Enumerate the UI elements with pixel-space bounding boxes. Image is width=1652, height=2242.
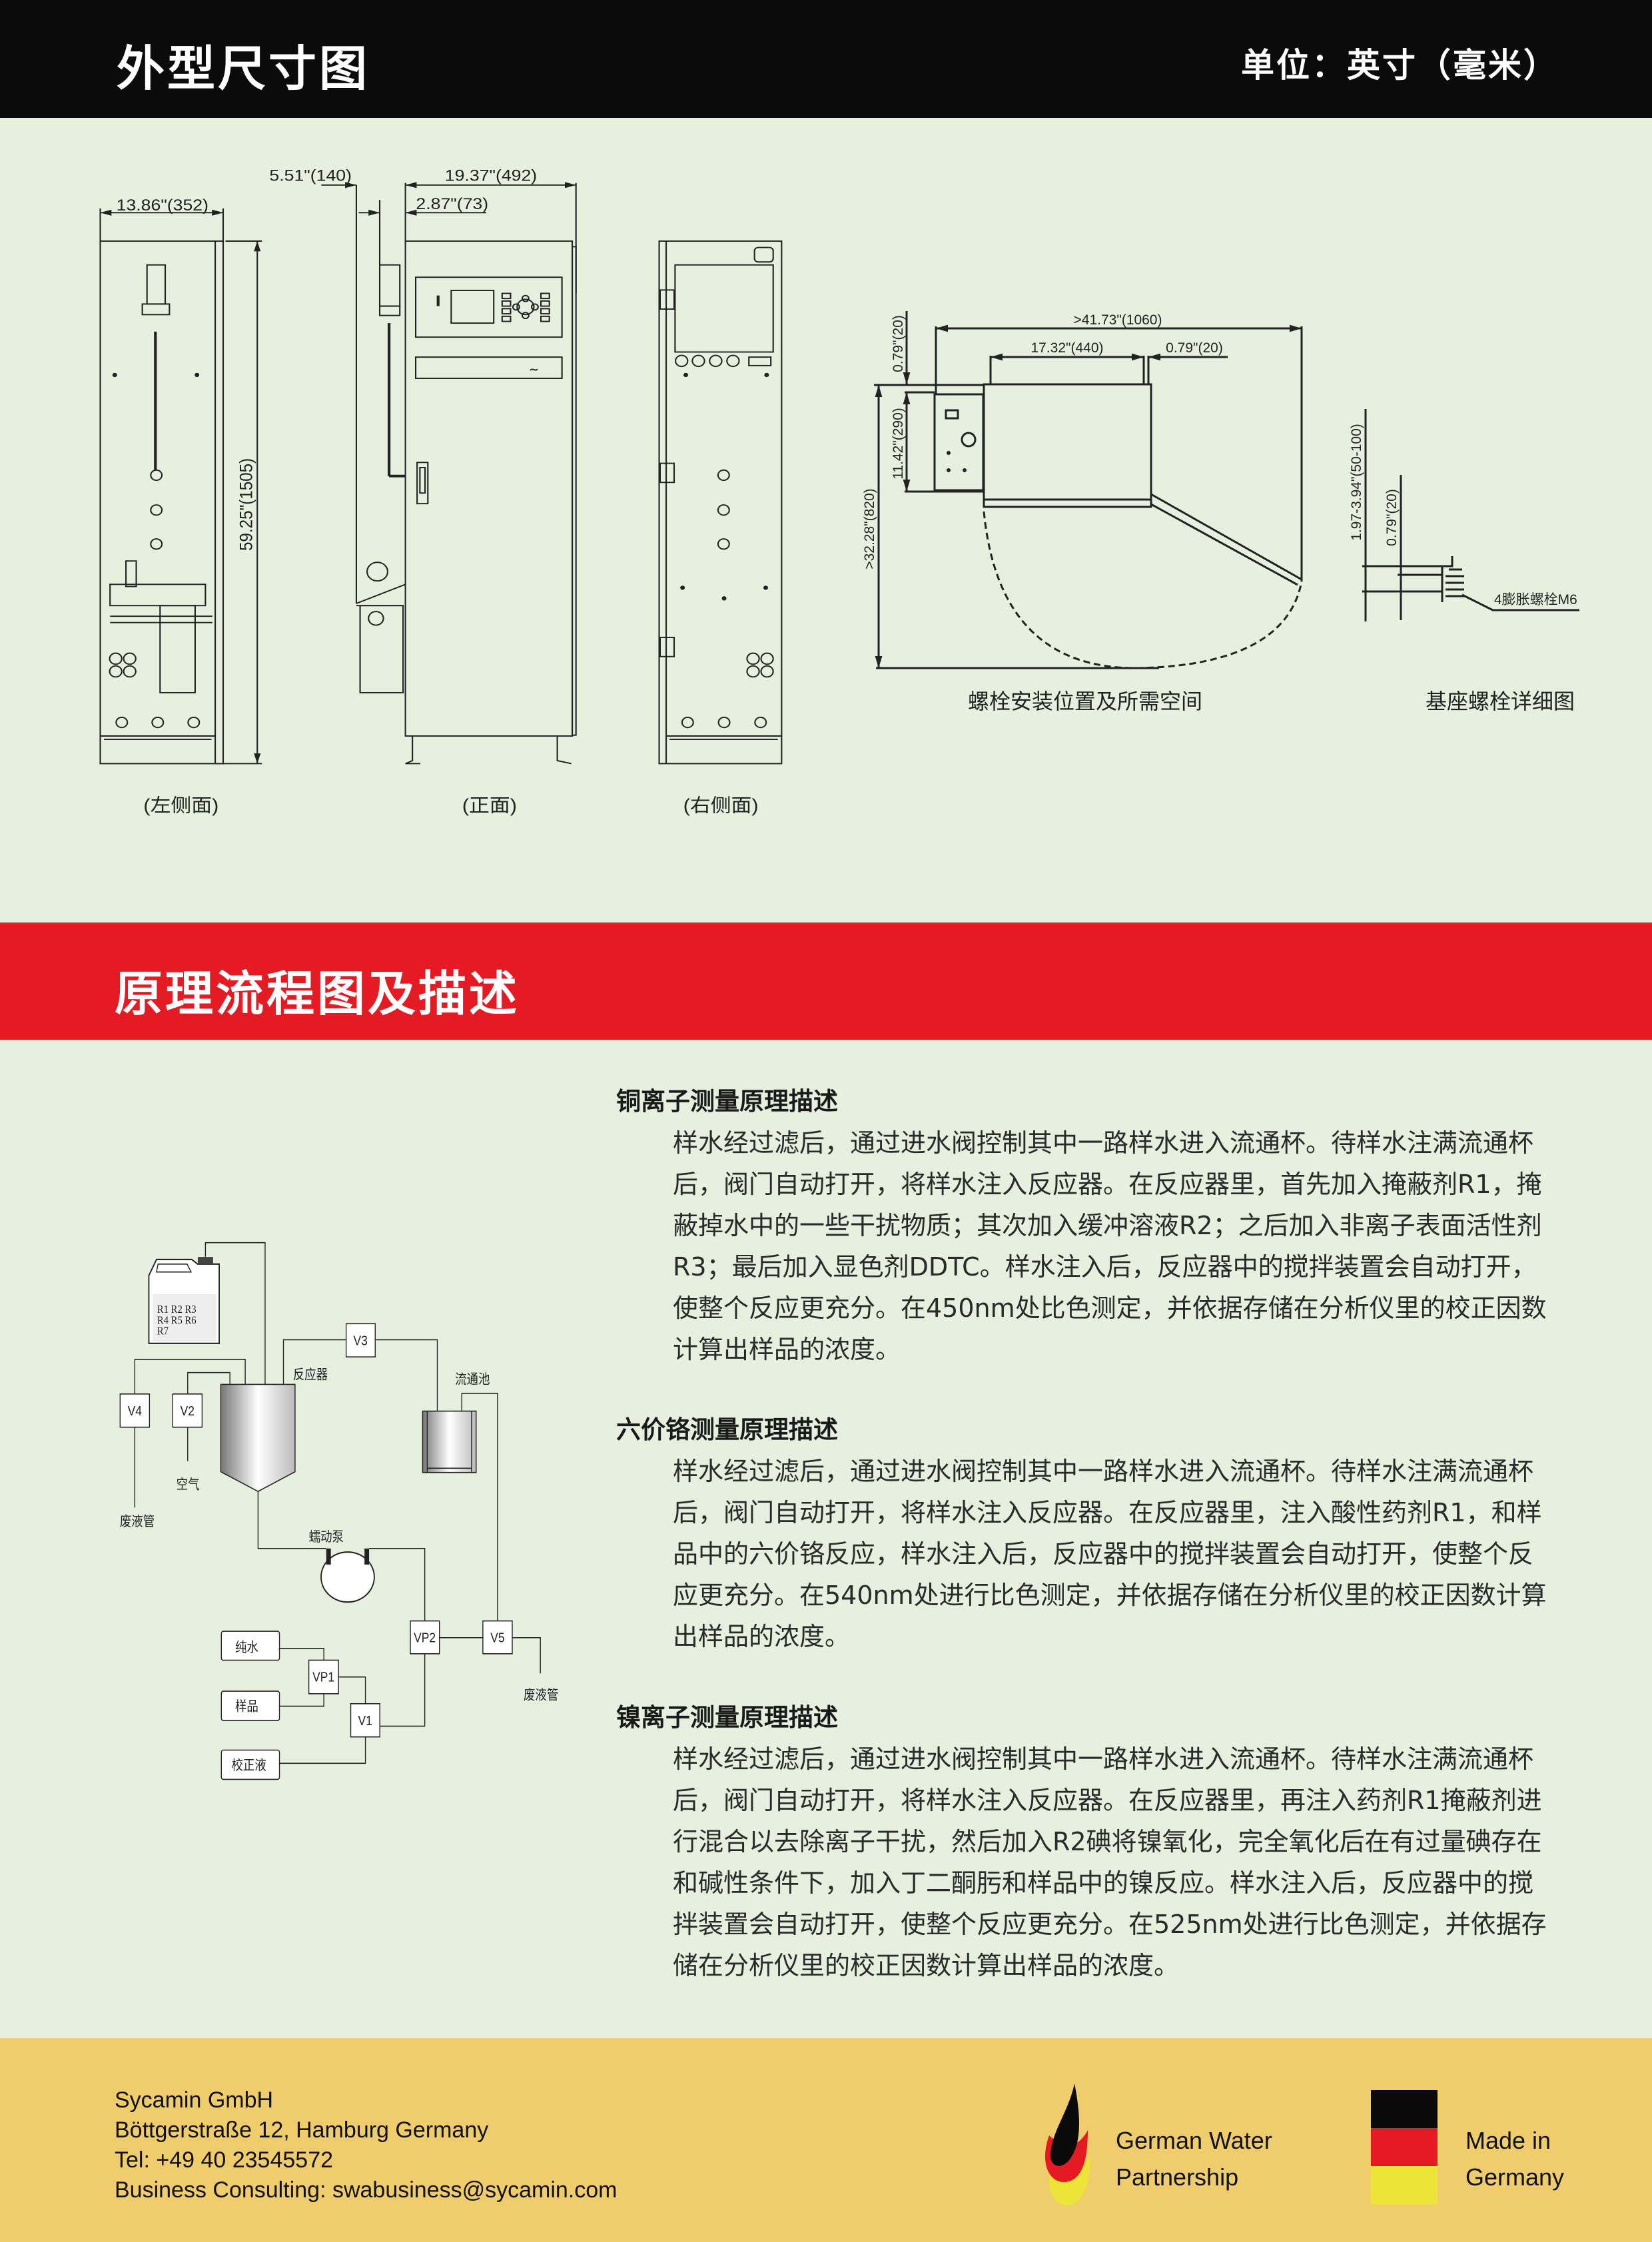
plan-caption: 螺栓安装位置及所需空间	[968, 689, 1202, 713]
description-title: 六价铬测量原理描述	[616, 1415, 838, 1444]
section-title: 外型尺寸图	[117, 41, 370, 97]
left-view-label: (左侧面)	[143, 795, 218, 816]
footer: Sycamin GmbH Böttgerstraße 12, Hamburg G…	[0, 2038, 1652, 2242]
bolt-gap-dimension: 0.79"(20)	[1384, 489, 1400, 546]
valve-v4: V4	[128, 1404, 142, 1419]
pump-label: 蠕动泵	[309, 1529, 344, 1545]
description-line: 储在分析仪里的校正因数计算出样品的浓度。	[673, 1951, 1180, 1980]
reagent-label: R1 R2 R3	[157, 1304, 197, 1315]
plan-width-dimension: 17.32"(440)	[1031, 340, 1103, 356]
description-line: 行混合以去除离子干扰，然后加入R2碘将镍氧化，完全氧化后在有过量碘存在	[673, 1827, 1542, 1856]
nickel-description: 镍离子测量原理描述 样水经过滤后，通过进水阀控制其中一路样水进入流通杯。待样水注…	[616, 1697, 1575, 1986]
description-line: R3；最后加入显色剂DDTC。样水注入后，反应器中的搅拌装置会自动打开，	[673, 1252, 1537, 1282]
height-dimension: 59.25"(1505)	[236, 458, 256, 551]
company-name: Sycamin GmbH	[115, 2087, 274, 2113]
company-phone: Tel: +49 40 23545572	[115, 2147, 334, 2173]
description-line: 和碱性条件下，加入丁二酮肟和样品中的镍反应。样水注入后，反应器中的搅	[673, 1868, 1534, 1898]
calibration-source: 校正液	[231, 1758, 266, 1774]
partnership-line2: Partnership	[1116, 2163, 1239, 2191]
description-line: 使整个反应更充分。在450nm处比色测定，并依据存储在分析仪里的校正因数	[673, 1294, 1547, 1323]
company-email[interactable]: Business Consulting: swabusiness@sycamin…	[115, 2177, 618, 2203]
made-in-line1: Made in	[1465, 2127, 1551, 2154]
valve-v3: V3	[354, 1333, 368, 1349]
german-flag-icon	[1371, 2090, 1438, 2205]
made-in-line2: Germany	[1465, 2163, 1565, 2191]
description-line: 后，阀门自动打开，将样水注入反应器。在反应器里，首先加入掩蔽剂R1，掩	[673, 1170, 1542, 1199]
copper-description: 铜离子测量原理描述 样水经过滤后，通过进水阀控制其中一路样水进入流通杯。待样水注…	[616, 1081, 1575, 1370]
description-line: 样水经过滤后，通过进水阀控制其中一路样水进入流通杯。待样水注满流通杯	[673, 1457, 1534, 1486]
dimensions-header: 外型尺寸图 单位：英寸（毫米）	[0, 0, 1652, 118]
reagent-label: R7	[157, 1325, 169, 1337]
front-depth-dimension: 2.87"(73)	[416, 195, 488, 213]
plan-total-dimension: >41.73"(1060)	[1074, 312, 1162, 328]
flow-diagram: R1 R2 R3 R4 R5 R6 R7 V4 V2 V3 VP2 V5 VP1…	[119, 1242, 558, 1780]
description-title: 镍离子测量原理描述	[616, 1703, 838, 1732]
description-line: 后，阀门自动打开，将样水注入反应器。在反应器里，再注入药剂R1掩蔽剂进	[673, 1786, 1542, 1815]
reactor-label: 反应器	[293, 1367, 328, 1383]
description-title: 铜离子测量原理描述	[616, 1087, 838, 1116]
front-view: ~ 5.51"(140) 19.37"(492) 2.87"(73) (正面)	[269, 167, 577, 816]
pure-water-source: 纯水	[235, 1640, 258, 1656]
description-line: 拌装置会自动打开，使整个反应更充分。在525nm处进行比色测定，并依据存	[673, 1910, 1547, 1939]
valve-v5: V5	[490, 1631, 504, 1647]
description-line: 样水经过滤后，通过进水阀控制其中一路样水进入流通杯。待样水注满流通杯	[673, 1744, 1534, 1774]
company-address: Böttgerstraße 12, Hamburg Germany	[115, 2117, 489, 2143]
valve-v2: V2	[181, 1404, 195, 1419]
front-offset-dimension: 5.51"(140)	[269, 167, 352, 185]
flow-cell-label: 流通池	[455, 1371, 490, 1387]
partnership-line1: German Water	[1116, 2127, 1272, 2154]
bolt-range-dimension: 1.97-3.94"(50-100)	[1349, 424, 1364, 541]
principle-header: 原理流程图及描述	[0, 923, 1652, 1040]
right-view-label: (右侧面)	[683, 795, 759, 816]
description-line: 应更充分。在540nm处进行比色测定，并依据存储在分析仪里的校正因数计算	[673, 1581, 1547, 1610]
flow-cell	[422, 1410, 477, 1473]
plan-view: >41.73"(1060) 17.32"(440) 0.79"(20) 0.79…	[862, 311, 1303, 713]
valve-vp2: VP2	[414, 1631, 436, 1647]
valve-v1: V1	[358, 1714, 372, 1729]
valve-vp1: VP1	[312, 1670, 334, 1685]
description-line: 出样品的浓度。	[673, 1622, 851, 1651]
plan-and-bolt-drawings: >41.73"(1060) 17.32"(440) 0.79"(20) 0.79…	[862, 311, 1579, 713]
description-line: 品中的六价铬反应，样水注入后，反应器中的搅拌装置会自动打开，使整个反	[673, 1539, 1534, 1569]
description-line: 样水经过滤后，通过进水阀控制其中一路样水进入流通杯。待样水注满流通杯	[673, 1128, 1534, 1158]
left-width-dimension: 13.86"(352)	[117, 196, 208, 214]
air-label: 空气	[177, 1477, 200, 1493]
elevation-drawings: 13.86"(352) 59.25"(1505) (左侧面) ~ 5	[99, 167, 783, 816]
description-line: 蔽掉水中的一些干扰物质；其次加入缓冲溶液R2；之后加入非离子表面活性剂	[673, 1211, 1542, 1240]
waste-label: 废液管	[120, 1514, 155, 1530]
bolt-caption: 基座螺栓详细图	[1426, 689, 1575, 713]
bolt-label: 4膨胀螺栓M6	[1494, 592, 1577, 607]
left-side-view: 13.86"(352) 59.25"(1505) (左侧面)	[99, 196, 262, 816]
reagent-label: R4 R5 R6	[157, 1314, 197, 1326]
front-width-dimension: 19.37"(492)	[445, 167, 537, 185]
peristaltic-pump	[320, 1548, 375, 1603]
waste-label: 废液管	[524, 1687, 558, 1703]
unit-label: 单位：英寸（毫米）	[1241, 46, 1559, 85]
plan-depth-dimension: 11.42"(290)	[891, 408, 906, 479]
reagent-bottle: R1 R2 R3 R4 R5 R6 R7	[148, 1257, 220, 1344]
reactor-vessel	[220, 1383, 296, 1492]
plan-top-gap-dimension: 0.79"(20)	[891, 315, 906, 372]
description-line: 计算出样品的浓度。	[673, 1335, 901, 1364]
right-side-view: (右侧面)	[658, 240, 783, 816]
section-title: 原理流程图及描述	[115, 966, 520, 1022]
chromium-description: 六价铬测量原理描述 样水经过滤后，通过进水阀控制其中一路样水进入流通杯。待样水注…	[616, 1409, 1575, 1657]
plan-gap-dimension: 0.79"(20)	[1166, 340, 1223, 356]
plan-clearance-dimension: >32.28"(820)	[862, 488, 877, 569]
water-drop-logo-icon	[1045, 2083, 1090, 2206]
front-view-label: (正面)	[462, 795, 517, 816]
svg-text:~: ~	[529, 364, 539, 376]
sample-source: 样品	[235, 1698, 258, 1714]
description-line: 后，阀门自动打开，将样水注入反应器。在反应器里，注入酸性药剂R1，和样	[673, 1498, 1542, 1527]
bolt-detail: 4膨胀螺栓M6 1.97-3.94"(50-100) 0.79"(20) 基座螺…	[1349, 409, 1579, 713]
